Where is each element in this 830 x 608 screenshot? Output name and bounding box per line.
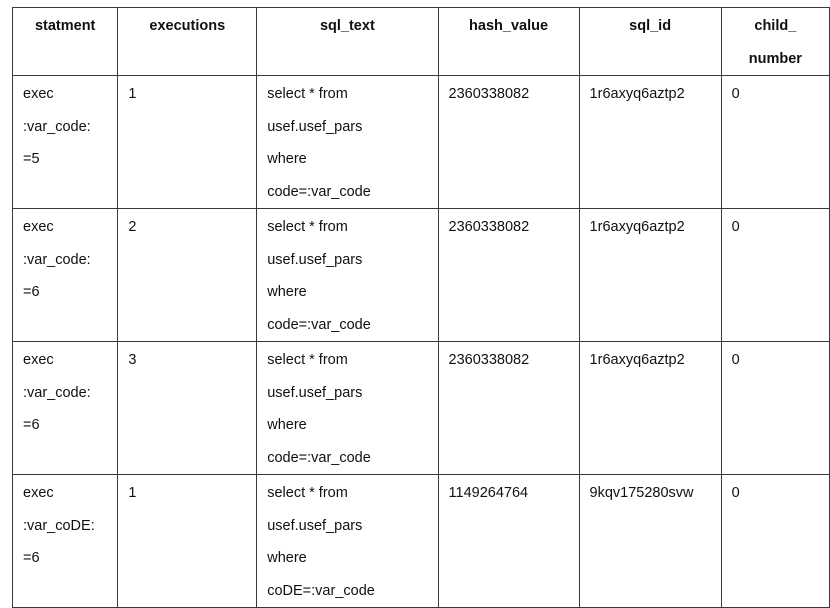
sql-text-line: usef.usef_pars — [267, 517, 363, 534]
table-row: exec :var_code: =6 3 select * from usef.… — [11, 341, 830, 475]
sql-text-line: where — [267, 151, 307, 167]
cell-child-number: 0 — [720, 75, 830, 209]
cell-sql-id: 1r6axyq6aztp2 — [578, 341, 722, 475]
sql-text-line: code=:var_code — [267, 183, 371, 200]
cell-sql-id: 1r6axyq6aztp2 — [578, 208, 722, 342]
statment-line: :var_code: — [23, 384, 91, 401]
sql-text-line: select * from — [267, 86, 348, 102]
statment-line: exec — [23, 352, 54, 368]
sql-text-line: usef.usef_pars — [267, 251, 363, 268]
sql-text-line: where — [267, 417, 307, 433]
statment-line: =6 — [23, 417, 40, 433]
cell-executions: 1 — [117, 474, 258, 608]
sql-text-line: where — [267, 284, 307, 300]
cell-sql-text: select * from usef.usef_pars where coDE=… — [256, 474, 439, 608]
cell-sql-text: select * from usef.usef_pars where code=… — [256, 75, 439, 209]
cell-statment: exec :var_code: =6 — [11, 341, 119, 475]
table-row: exec :var_code: =6 2 select * from usef.… — [11, 208, 830, 342]
header-child-number-line2: number — [748, 50, 802, 67]
cell-statment: exec :var_code: =5 — [11, 75, 119, 209]
statment-line: :var_code: — [23, 118, 91, 135]
header-sql-id: sql_id — [578, 7, 722, 76]
cell-sql-text: select * from usef.usef_pars where code=… — [256, 208, 439, 342]
statment-line: =6 — [23, 550, 40, 566]
cell-child-number: 0 — [720, 208, 830, 342]
sql-text-line: usef.usef_pars — [267, 118, 363, 135]
sql-text-line: coDE=:var_code — [267, 582, 375, 599]
cell-hash-value: 1149264764 — [437, 474, 580, 608]
cell-executions: 1 — [117, 75, 258, 209]
cell-child-number: 0 — [720, 474, 830, 608]
cell-hash-value: 2360338082 — [437, 75, 580, 209]
sql-text-line: select * from — [267, 485, 348, 501]
cell-child-number: 0 — [720, 341, 830, 475]
sql-text-line: select * from — [267, 219, 348, 235]
cell-executions: 3 — [117, 341, 258, 475]
cell-sql-text: select * from usef.usef_pars where code=… — [256, 341, 439, 475]
cell-sql-id: 1r6axyq6aztp2 — [578, 75, 722, 209]
sql-text-line: code=:var_code — [267, 316, 371, 333]
table-row: exec :var_coDE: =6 1 select * from usef.… — [11, 474, 830, 608]
header-hash-value: hash_value — [437, 7, 580, 76]
sql-text-line: where — [267, 550, 307, 566]
table-row: exec :var_code: =5 1 select * from usef.… — [11, 75, 830, 209]
sql-text-line: usef.usef_pars — [267, 384, 363, 401]
statment-line: exec — [23, 86, 54, 102]
cell-sql-id: 9kqv175280svw — [578, 474, 722, 608]
statment-line: =6 — [23, 284, 40, 300]
cell-executions: 2 — [117, 208, 258, 342]
statment-line: exec — [23, 485, 54, 501]
header-row: statment executions sql_text hash_value … — [11, 7, 830, 76]
sql-text-line: code=:var_code — [267, 449, 371, 466]
sql-text-line: select * from — [267, 352, 348, 368]
header-statment: statment — [11, 7, 119, 76]
statment-line: =5 — [23, 151, 40, 167]
sql-executions-table: statment executions sql_text hash_value … — [11, 7, 830, 608]
cell-statment: exec :var_code: =6 — [11, 208, 119, 342]
statment-line: :var_coDE: — [23, 517, 95, 534]
cell-hash-value: 2360338082 — [437, 341, 580, 475]
header-sql-text: sql_text — [256, 7, 439, 76]
statment-line: exec — [23, 219, 54, 235]
cell-hash-value: 2360338082 — [437, 208, 580, 342]
cell-statment: exec :var_coDE: =6 — [11, 474, 119, 608]
header-child-number: child_ number — [720, 7, 830, 76]
header-executions: executions — [117, 7, 258, 76]
statment-line: :var_code: — [23, 251, 91, 268]
header-child-number-line1: child_ — [754, 18, 797, 34]
